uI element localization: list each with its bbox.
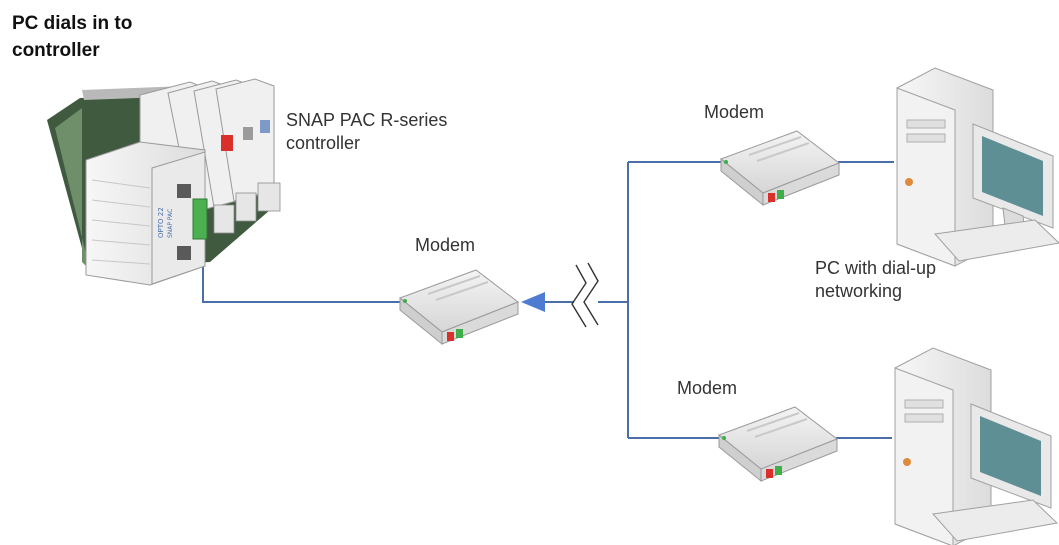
snap-pac-controller: OPTO 22 SNAP PAC (47, 78, 281, 286)
title-line-1: PC dials in to (12, 13, 133, 34)
modem-label-pc-bottom: Modem (677, 378, 738, 398)
connection-lines (202, 161, 894, 439)
page-title: PC dials in to controller (12, 10, 132, 64)
controller-model-text: SNAP PAC (167, 209, 174, 238)
arrow-icon (521, 292, 545, 312)
controller-label-line-1: SNAP PAC R-series (286, 110, 448, 130)
controller-label: SNAP PAC R-series controller (286, 109, 447, 155)
pc-label: PC with dial-up networking (815, 257, 936, 303)
modem-controller-side (399, 269, 520, 346)
controller-label-line-2: controller (286, 133, 361, 153)
pc-label-line-1: PC with dial-up (815, 258, 937, 278)
line-controller-to-modem (202, 235, 410, 303)
pc-bottom-computer (894, 347, 1059, 545)
phone-network-break-icon (571, 262, 599, 328)
pc-top-computer (896, 67, 1059, 267)
title-line-2: controller (12, 40, 100, 61)
controller-brand-text: OPTO 22 (157, 207, 165, 238)
modem-label-controller: Modem (415, 235, 476, 255)
modem-pc-top (720, 130, 841, 207)
pc-label-line-2: networking (815, 281, 903, 301)
modem-label-pc-top: Modem (704, 102, 765, 122)
modem-pc-bottom (718, 406, 839, 483)
